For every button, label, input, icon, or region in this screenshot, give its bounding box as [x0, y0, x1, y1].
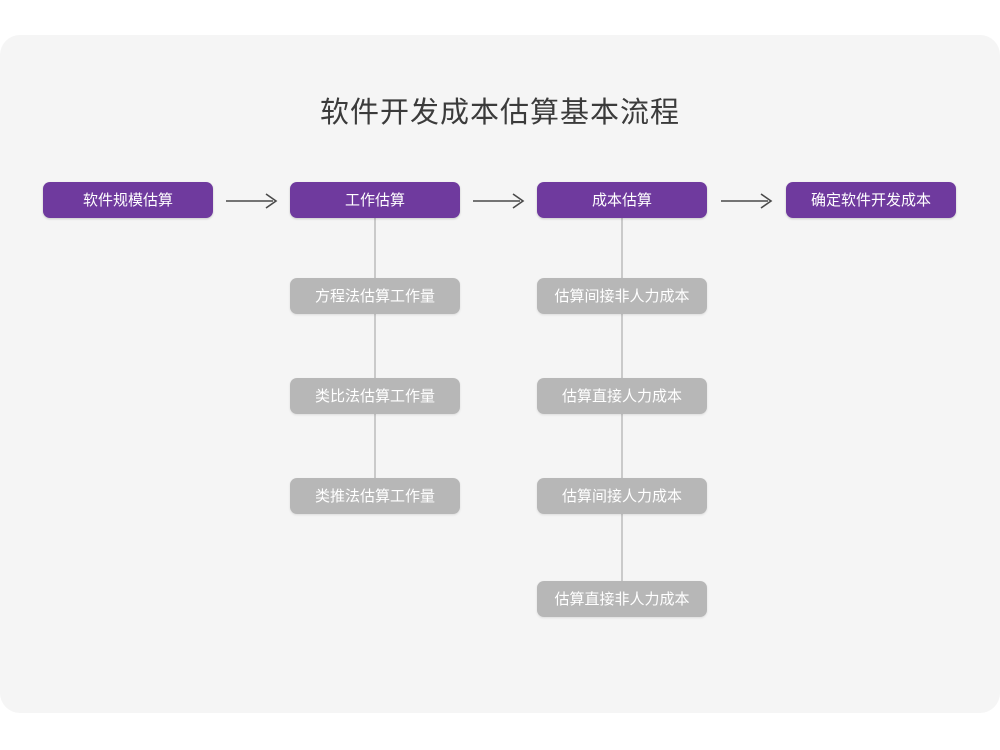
node-effort-estimation[interactable]: 工作估算 — [290, 182, 460, 218]
node-inference-method-effort[interactable]: 类推法估算工作量 — [290, 478, 460, 514]
node-cost-estimation[interactable]: 成本估算 — [537, 182, 707, 218]
node-direct-nonlabor-cost[interactable]: 估算直接非人力成本 — [537, 581, 707, 617]
right-arrow-icon-3 — [721, 190, 775, 212]
right-arrow-icon-1 — [226, 190, 280, 212]
connector-line-col2 — [374, 218, 376, 500]
node-software-size-estimation[interactable]: 软件规模估算 — [43, 182, 213, 218]
node-analogy-method-effort[interactable]: 类比法估算工作量 — [290, 378, 460, 414]
node-indirect-labor-cost[interactable]: 估算间接人力成本 — [537, 478, 707, 514]
right-arrow-icon-2 — [473, 190, 527, 212]
page-title: 软件开发成本估算基本流程 — [319, 95, 680, 129]
node-determine-development-cost[interactable]: 确定软件开发成本 — [786, 182, 956, 218]
node-indirect-nonlabor-cost[interactable]: 估算间接非人力成本 — [537, 278, 707, 314]
node-equation-method-effort[interactable]: 方程法估算工作量 — [290, 278, 460, 314]
node-direct-labor-cost[interactable]: 估算直接人力成本 — [537, 378, 707, 414]
diagram-canvas — [0, 35, 1000, 713]
